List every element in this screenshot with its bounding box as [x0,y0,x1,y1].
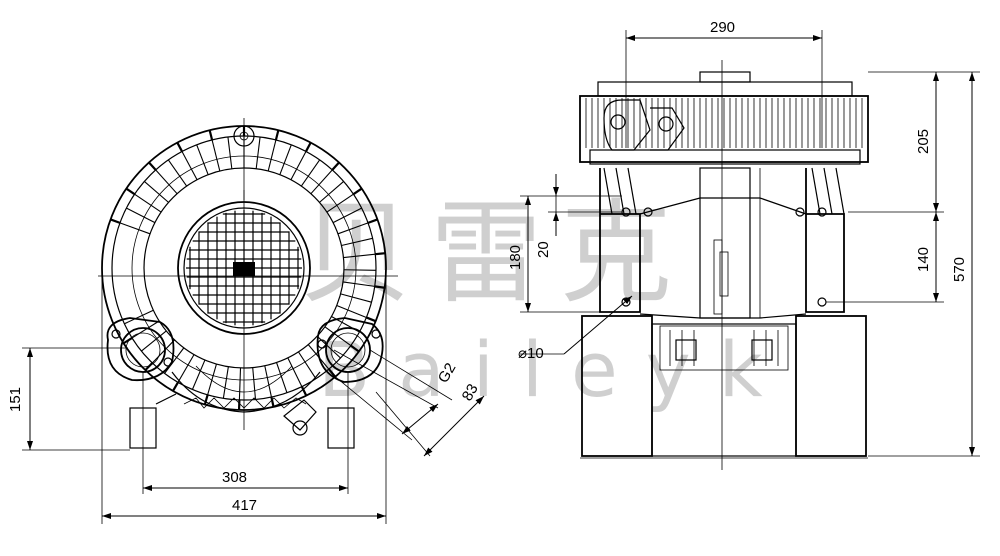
dim-height-overall: 570 [951,257,968,282]
dim-top-width: 290 [710,19,735,36]
dim-width-total: 417 [232,497,257,514]
dim-height-base: 180 [507,245,524,270]
dim-mount-spacing: 140 [915,247,932,272]
dim-offset: 20 [535,241,552,258]
dim-flange: 83 [459,381,482,404]
watermark-en: Baileyk [318,325,791,414]
dim-hole-dia: ⌀10 [518,345,544,362]
dim-width-feet: 308 [222,469,247,486]
housing-fins [110,126,386,410]
front-dimensions: 151 308 417 G2 83 [7,276,485,524]
watermark-cn: 贝雷克 [300,189,690,319]
dim-height-outlet: 151 [7,387,24,412]
front-view [98,118,398,449]
side-dimensions: 290 205 140 570 180 20 ⌀10 [507,19,980,457]
side-fins [585,98,863,148]
side-view [579,60,869,470]
dim-height-motor: 205 [915,129,932,154]
watermark: 贝雷克 Baileyk [300,189,791,414]
